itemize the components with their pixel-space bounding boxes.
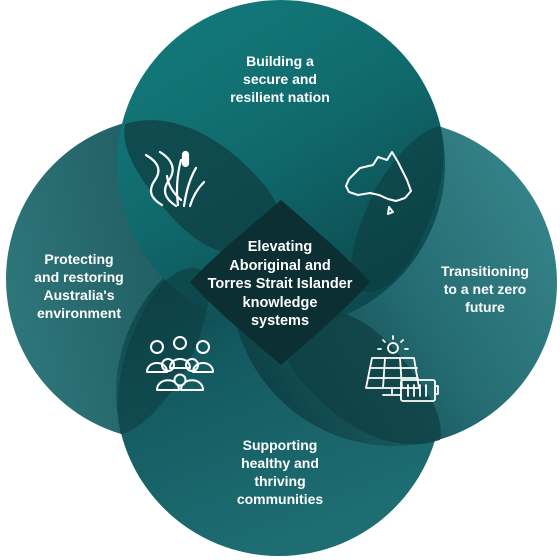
overlap-left-bottom xyxy=(117,267,209,434)
petal-left-label: Protecting and restoring Australia's env… xyxy=(34,251,124,321)
overlap-top-right xyxy=(351,126,444,293)
center-label: Elevating Aboriginal and Torres Strait I… xyxy=(207,239,353,329)
petal-bottom-label: Supporting healthy and thriving communit… xyxy=(236,437,324,507)
overlap-bottom-right xyxy=(283,309,441,445)
solar-panel-battery-icon xyxy=(365,335,439,402)
river-reeds-icon xyxy=(144,150,206,208)
people-group-icon xyxy=(146,336,214,391)
petal-top-label: Building a secure and resilient nation xyxy=(230,53,330,105)
australia-map-icon xyxy=(345,151,412,215)
petal-right-label: Transitioning to a net zero future xyxy=(441,263,529,315)
center-diamond xyxy=(190,200,370,365)
